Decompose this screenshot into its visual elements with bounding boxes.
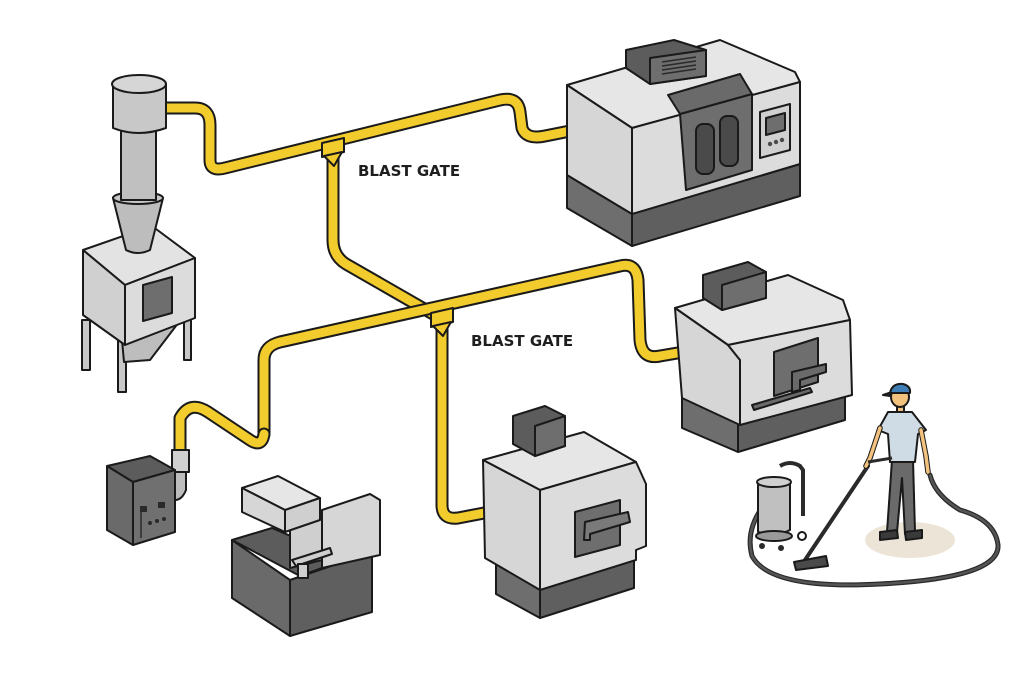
duct-network: [158, 92, 702, 525]
worker-shop-vac: [747, 382, 1001, 588]
blast-gate-label-lower: BLAST GATE: [471, 332, 573, 350]
cnc-machining-center: [566, 39, 801, 247]
blast-gate-label-upper: BLAST GATE: [358, 162, 460, 180]
right-machine: [674, 261, 853, 453]
cyclone-dust-collector: [81, 74, 196, 393]
control-box: [106, 449, 190, 546]
bench-tool: [231, 475, 381, 637]
center-machine: [482, 405, 647, 619]
blast-gate-upper: [321, 137, 345, 167]
blast-gate-lower: [430, 307, 454, 337]
